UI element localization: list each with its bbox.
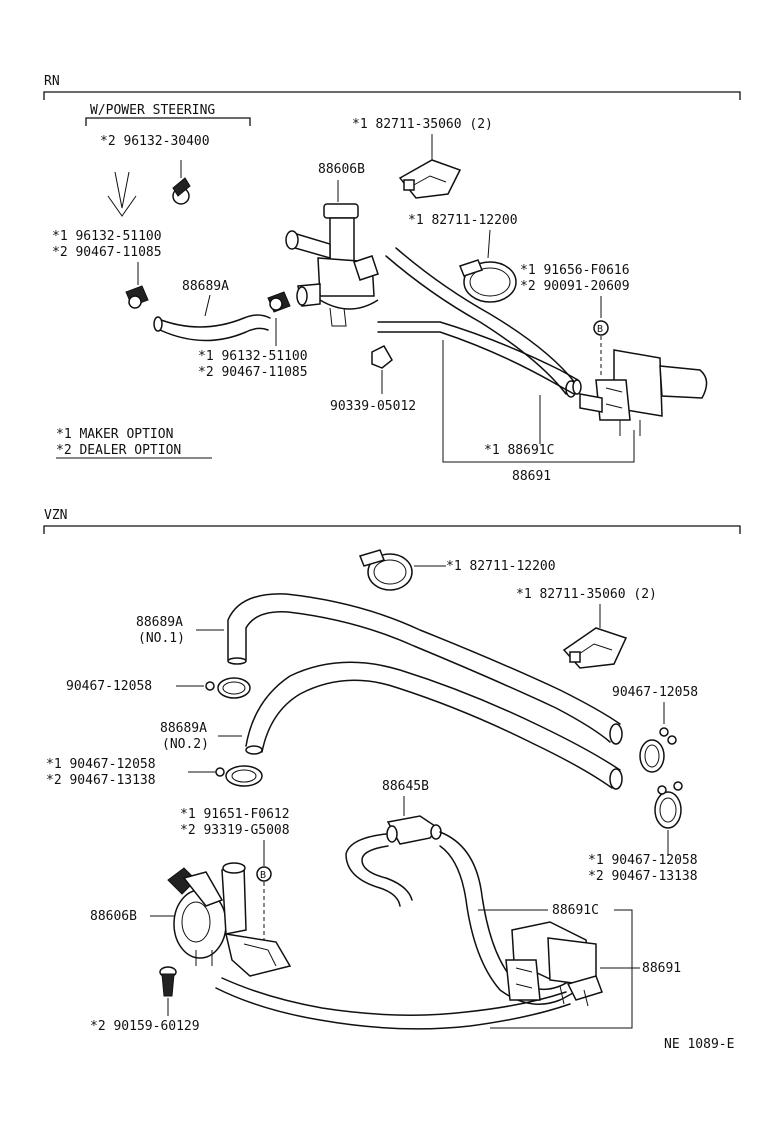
label-valve-88606b: 88606B [318,162,365,177]
power-steering-label: W/POWER STEERING [90,103,215,118]
hose-88691c [377,247,582,398]
label-vzn-bolt-1: *1 91651-F0612 [180,807,290,822]
label-vzn-clip-left2-1: *1 90467-12058 [46,757,156,772]
label-ps-hose-clip-1: *1 96132-51100 [52,229,162,244]
label-vzn-clip-left2-2: *2 90467-13138 [46,773,156,788]
svg-text:B: B [597,324,603,335]
vacuum-valve-88606b [285,203,379,327]
hose-clip-icon [654,781,683,829]
legend-maker-option: *1 MAKER OPTION [56,427,173,442]
label-vzn-screw: *2 90159-60129 [90,1019,200,1034]
bolt-marker-icon: B [593,320,609,336]
power-steering-bracket [85,117,251,126]
label-vzn-valve: 88606B [90,909,137,924]
cap-icon [371,345,393,369]
clamp-ring-icon [459,259,517,303]
drawing-number: NE 1089-E [664,1037,734,1052]
hose-clip-icon [205,677,251,699]
hose-no2 [245,661,623,790]
label-vzn-clamp-right: *1 82711-35060 (2) [516,587,657,602]
section-label-vzn: VZN [44,508,67,523]
hose-88689a [153,314,271,342]
bolt-marker-icon: B [256,866,272,882]
arrow-down-icon [107,171,137,217]
hose-bottom [215,987,571,1030]
label-clamp-top: *1 82711-35060 (2) [352,117,493,132]
clip-icon [267,291,291,313]
label-vzn-clip-right2-2: *2 90467-13138 [588,869,698,884]
label-vzn-assy-88691: 88691 [642,961,681,976]
label-vzn-clip-right2-1: *1 90467-12058 [588,853,698,868]
label-clip-mid-1: *1 96132-51100 [198,349,308,364]
section-label-rn: RN [44,74,60,89]
label-assy-88691-rn: 88691 [512,469,551,484]
label-vzn-clip-right: 90467-12058 [612,685,698,700]
label-hose-no1: 88689A [136,615,183,630]
clip-icon [125,285,149,309]
label-vzn-bolt-2: *2 93319-G5008 [180,823,290,838]
hose-clip-icon [215,765,263,787]
clamp-icon [562,627,628,669]
label-cap: 90339-05012 [330,399,416,414]
label-hose-no1-sub: (NO.1) [138,631,185,646]
section-bracket-rn [43,91,741,100]
vacuum-valve-88606b-vzn [167,862,292,977]
label-clip-mid-2: *2 90467-11085 [198,365,308,380]
label-ps-hose-clip-2: *2 90467-11085 [52,245,162,260]
solenoid-valve-88691-vzn [505,921,603,1007]
hose-clip-icon [639,727,677,773]
clamp-icon [398,159,462,199]
label-bolt-2: *2 90091-20609 [520,279,630,294]
label-ps-clip: *2 96132-30400 [100,134,210,149]
label-bolt-1: *1 91656-F0616 [520,263,630,278]
label-hose-88689a: 88689A [182,279,229,294]
clamp-ring-icon [358,549,413,591]
label-vzn-hose-88691c: 88691C [552,903,599,918]
label-clamp-mid: *1 82711-12200 [408,213,518,228]
section-bracket-vzn [43,525,741,534]
svg-text:B: B [260,870,266,881]
legend-dealer-option: *2 DEALER OPTION [56,443,181,458]
label-vzn-clamp-top: *1 82711-12200 [446,559,556,574]
clip-icon [172,160,191,205]
label-hose-no2: 88689A [160,721,207,736]
hose-joint-88645b [386,815,442,845]
screw-icon [159,966,177,997]
hose-no1 [227,593,623,745]
solenoid-valve-88691 [579,349,708,436]
label-hose-88691c-rn: *1 88691C [484,443,554,458]
label-vzn-clip-left: 90467-12058 [66,679,152,694]
hose-short [345,833,413,907]
hose-88691c-vzn [439,831,585,1005]
label-hose-no2-sub: (NO.2) [162,737,209,752]
label-joint: 88645B [382,779,429,794]
